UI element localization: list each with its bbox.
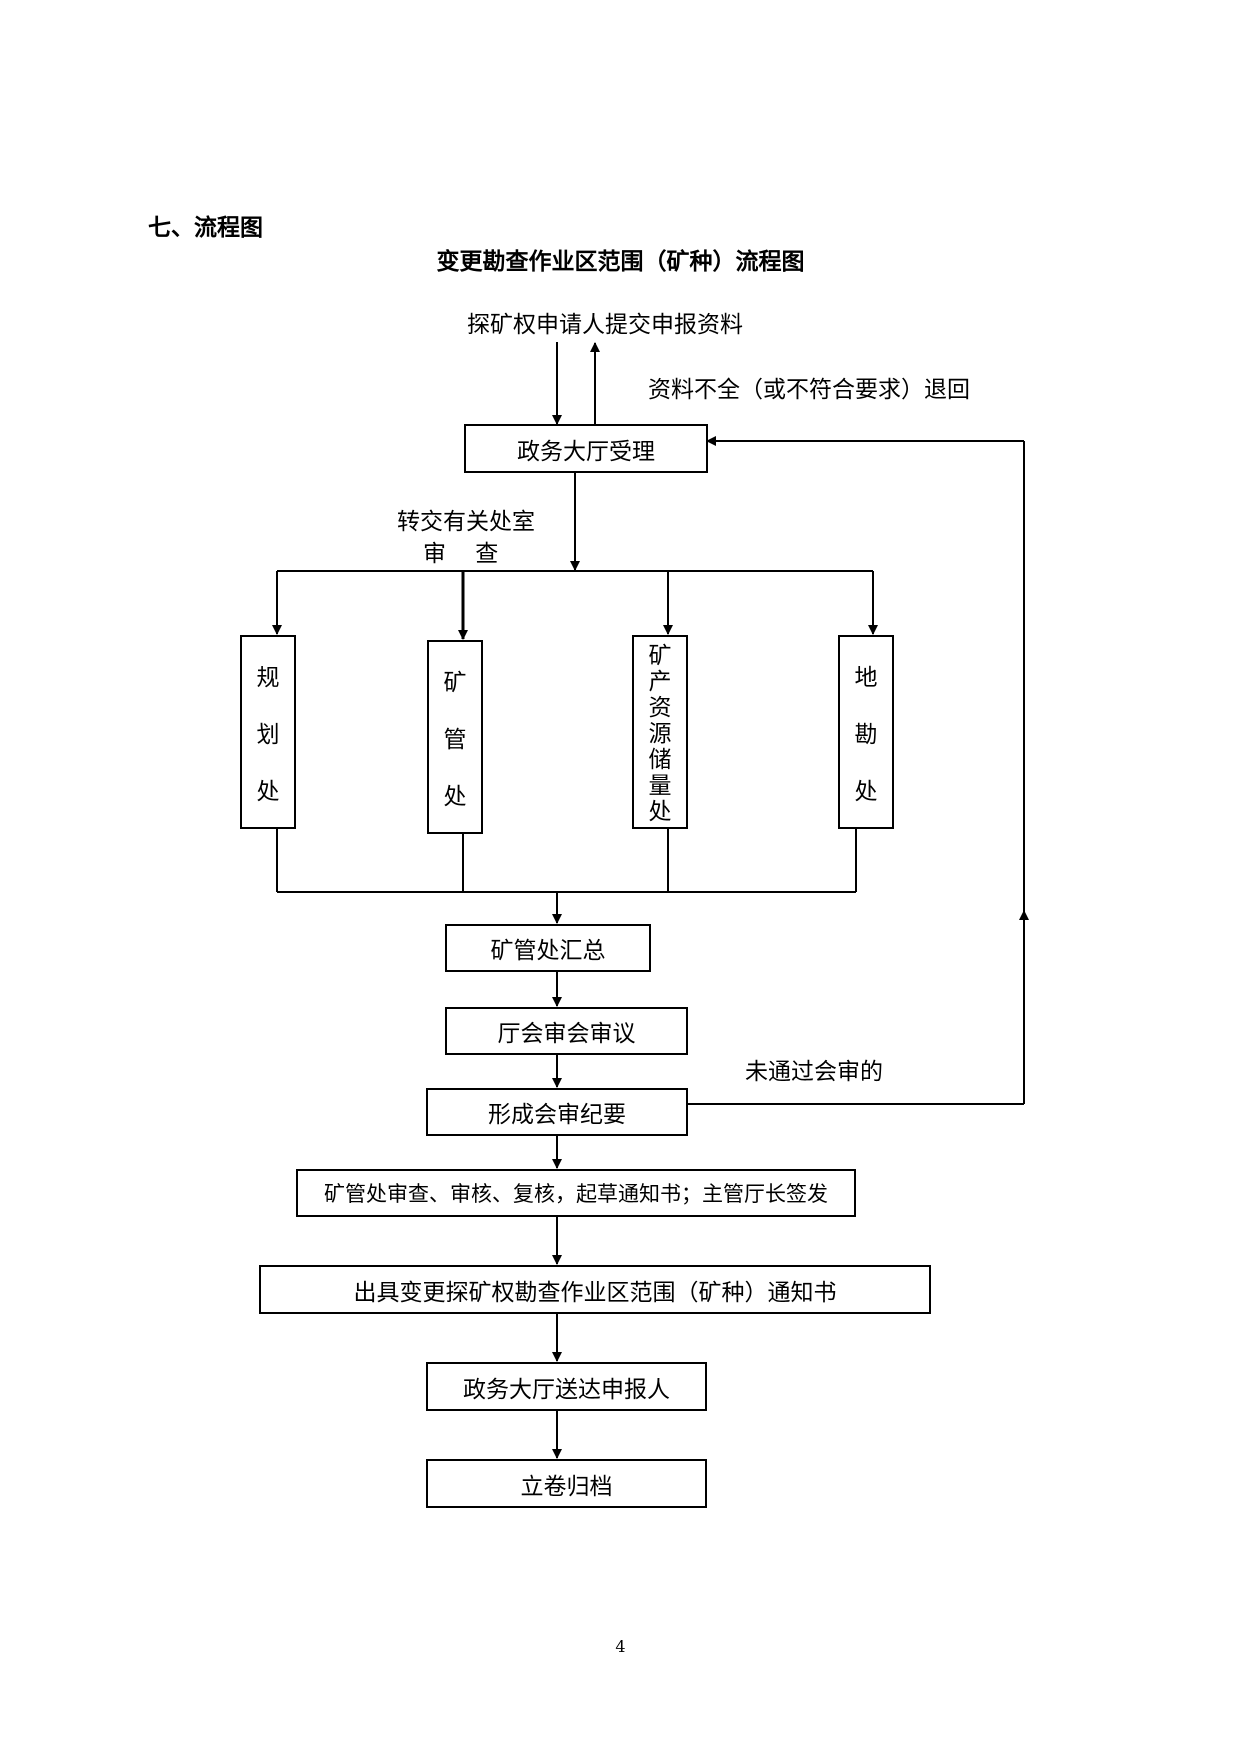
intake-box: 政务大厅受理 <box>464 424 708 473</box>
diagram-title: 变更勘查作业区范围（矿种）流程图 <box>436 249 805 275</box>
review-steps-text: 矿管处审查、审核、复核，起草通知书；主管厅长签发 <box>324 1182 828 1206</box>
dept-char: 源 <box>648 721 672 747</box>
department-mining-management: 矿 管 处 <box>427 640 483 834</box>
archive-box: 立卷归档 <box>426 1459 707 1508</box>
dept-char: 资 <box>648 695 672 721</box>
minutes-text: 形成会审纪要 <box>488 1102 626 1128</box>
meeting-box: 厅会审会审议 <box>445 1007 688 1055</box>
dept-char: 处 <box>256 778 280 805</box>
section-heading: 七、流程图 <box>148 215 263 241</box>
department-geological-survey: 地 勘 处 <box>838 635 894 829</box>
deliver-box: 政务大厅送达申报人 <box>426 1362 707 1411</box>
dept-char: 规 <box>256 665 280 692</box>
meeting-text: 厅会审会审议 <box>497 1021 636 1047</box>
deliver-text: 政务大厅送达申报人 <box>463 1376 670 1403</box>
summary-text: 矿管处汇总 <box>490 938 606 964</box>
dept-char: 矿 <box>648 643 672 669</box>
dept-char: 量 <box>648 773 672 799</box>
dept-char: 划 <box>256 721 280 748</box>
summary-box: 矿管处汇总 <box>445 924 651 972</box>
not-passed-label: 未通过会审的 <box>745 1059 883 1085</box>
dept-char: 储 <box>648 747 672 773</box>
intake-text: 政务大厅受理 <box>517 438 655 465</box>
department-mineral-reserves: 矿 产 资 源 储 量 处 <box>632 635 688 829</box>
department-planning: 规 划 处 <box>240 635 296 829</box>
dept-char: 地 <box>854 665 878 692</box>
review-label: 审 查 <box>423 541 499 567</box>
dept-char: 勘 <box>854 721 878 748</box>
page-number: 4 <box>615 1637 626 1656</box>
dept-char: 处 <box>443 783 467 810</box>
dept-char: 产 <box>648 669 672 695</box>
transfer-label: 转交有关处室 <box>397 509 535 535</box>
return-label: 资料不全（或不符合要求）退回 <box>648 377 970 403</box>
dept-char: 管 <box>443 726 467 753</box>
issue-notice-text: 出具变更探矿权勘查作业区范围（矿种）通知书 <box>353 1279 837 1306</box>
issue-notice-box: 出具变更探矿权勘查作业区范围（矿种）通知书 <box>259 1265 931 1314</box>
start-label: 探矿权申请人提交申报资料 <box>467 312 743 338</box>
dept-char: 处 <box>648 799 672 825</box>
review-steps-box: 矿管处审查、审核、复核，起草通知书；主管厅长签发 <box>296 1169 856 1217</box>
minutes-box: 形成会审纪要 <box>426 1088 688 1136</box>
dept-char: 矿 <box>443 670 467 697</box>
archive-text: 立卷归档 <box>520 1473 613 1500</box>
dept-char: 处 <box>854 778 878 805</box>
